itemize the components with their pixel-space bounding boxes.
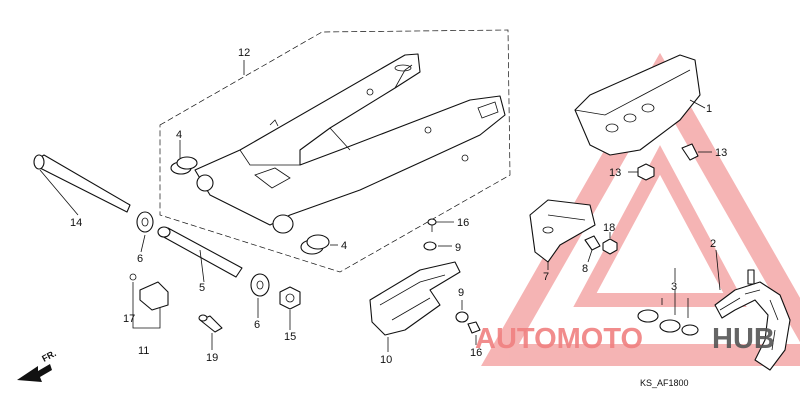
label-9-lower: 9 [458,287,464,299]
pivot-nut [279,286,301,310]
label-16-lower: 16 [470,347,482,359]
chain-slider [369,261,461,336]
bushing-upper [170,156,198,175]
watermark-text-automoto: AUTOMOTO [475,323,643,355]
label-19: 19 [206,352,218,364]
leader-lines [39,60,721,352]
label-16-upper: 16 [457,217,469,229]
chain-guide-plate [129,273,169,311]
pivot-bolt [33,154,131,213]
label-15: 15 [284,331,296,343]
label-9-upper: 9 [455,242,461,254]
bolt-16-lower [467,321,481,334]
bracket-nut-18 [602,238,618,255]
label-14: 14 [70,217,82,229]
label-13-lower: 13 [609,167,621,179]
dust-seal-left [136,211,154,233]
label-13-upper: 13 [715,147,727,159]
chain-case [574,54,701,156]
chain-guide-bracket [529,199,596,263]
label-6-left: 6 [137,253,143,265]
label-8: 8 [582,263,588,275]
label-17: 17 [123,313,135,325]
label-1: 1 [706,103,712,115]
watermark-text-hub: HUB [712,323,775,355]
label-7: 7 [543,271,549,283]
label-12: 12 [238,47,250,59]
label-10: 10 [380,354,392,366]
washer-9-upper [423,241,437,251]
drive-chain [714,269,791,371]
diagram-code: KS_AF1800 [640,378,689,388]
label-6-right: 6 [254,319,260,331]
case-nut-lower [637,163,655,181]
pivot-collar [157,226,243,278]
flange-bolt [198,314,223,333]
bracket-bolt-8 [584,235,601,251]
label-4-lower: 4 [341,240,347,252]
label-2: 2 [710,238,716,250]
label-4-upper: 4 [176,129,182,141]
watermark-text: AUTOMOTO HUB [475,323,775,355]
front-direction-arrow: FR. [17,348,58,382]
part-labels: 12 4 4 14 5 6 6 15 17 11 19 16 9 9 16 10… [70,47,727,366]
label-11: 11 [138,345,149,357]
chain-joint-plates [637,309,699,336]
case-bolt-upper [681,143,699,161]
direction-label: FR. [40,348,57,364]
label-3: 3 [671,281,677,293]
swingarm-dashed-outline [159,29,511,273]
bushing-lower [300,234,330,255]
swingarm [194,53,506,234]
washer-9-lower [455,311,469,323]
dust-seal-right [250,273,270,297]
bolt-16-upper [427,218,437,232]
label-5: 5 [199,282,205,294]
label-18: 18 [603,222,615,234]
